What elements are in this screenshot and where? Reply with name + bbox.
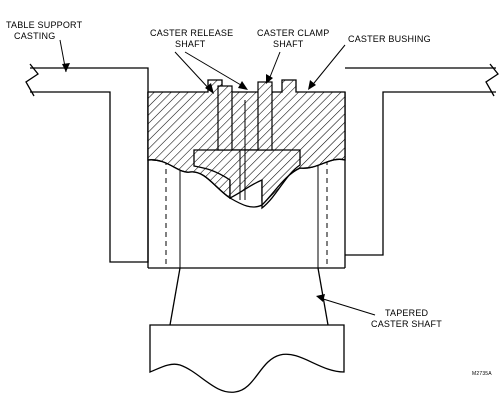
label-caster-release-shaft-line1: CASTER RELEASE [150,28,233,38]
label-tapered-caster-shaft-line1: TAPERED [385,308,429,318]
label-caster-clamp-shaft: CASTER CLAMP SHAFT [257,28,332,49]
label-tapered-caster-shaft-line2: CASTER SHAFT [371,319,442,329]
shaft-stems [217,81,273,200]
label-caster-bushing: CASTER BUSHING [348,34,431,44]
table-support-casting-right [345,63,499,256]
table-support-casting-left [25,63,149,263]
caster-lower-block [149,324,345,393]
leader-lines [59,39,376,316]
label-table-support-casting-line2: CASTING [14,31,55,41]
label-caster-release-shaft-line2: SHAFT [175,39,206,49]
label-caster-clamp-shaft-line1: CASTER CLAMP [257,28,329,38]
label-table-support-casting-line1: TABLE SUPPORT [6,20,83,30]
label-tapered-caster-shaft: TAPERED CASTER SHAFT [371,308,442,329]
label-caster-release-shaft: CASTER RELEASE SHAFT [150,28,236,49]
label-caster-clamp-shaft-line2: SHAFT [273,39,304,49]
break-line [147,158,346,208]
tapered-caster-shaft [169,267,329,326]
label-table-support-casting: TABLE SUPPORT CASTING [6,20,85,41]
figure-code: M2735A [472,371,492,377]
